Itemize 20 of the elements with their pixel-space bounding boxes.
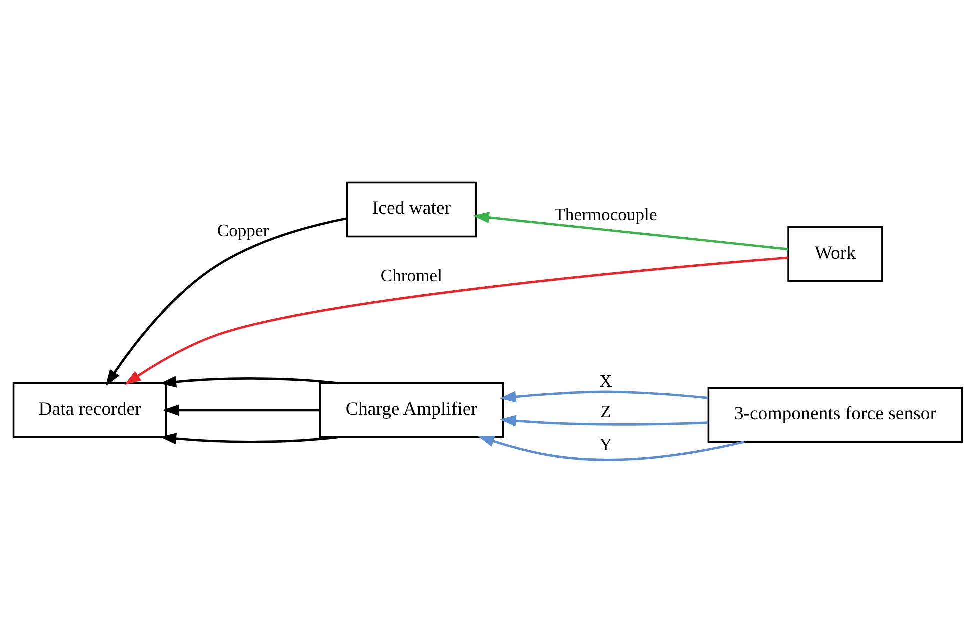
arrow (500, 415, 709, 427)
node-box: Data recorder (12, 382, 168, 438)
arrow (478, 436, 745, 462)
arrow (160, 433, 339, 445)
edge-label: X (600, 370, 612, 391)
arrow (106, 218, 348, 386)
arrow (124, 256, 789, 386)
node-box: Iced water (346, 182, 478, 238)
node-box: Charge Amplifier (319, 382, 504, 438)
arrow (472, 212, 789, 251)
arrow (162, 404, 320, 416)
edge-label: Chromel (380, 265, 442, 286)
arrow (500, 390, 709, 403)
edge-label: Z (600, 401, 612, 422)
edge-label: Thermocouple (554, 204, 658, 224)
arrow (160, 376, 339, 388)
node-box: 3-components force sensor (708, 387, 964, 443)
edge-label: Copper (217, 220, 270, 241)
edge-label: Y (600, 434, 612, 454)
node-box: Work (788, 226, 884, 282)
